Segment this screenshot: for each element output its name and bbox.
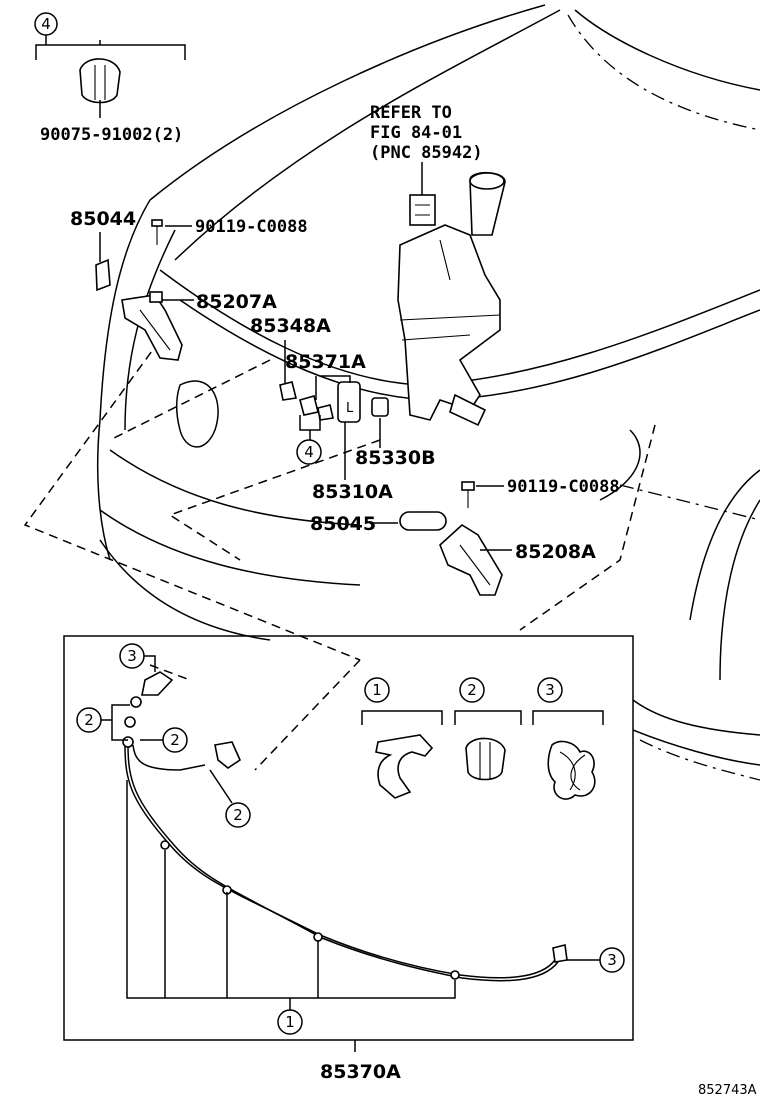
refer-note-line-1: REFER TO — [370, 103, 452, 123]
top-part-labels: 85044 90119-C0088 85207A 85348A 85371A L… — [70, 208, 620, 563]
label-85044: 85044 — [70, 208, 136, 230]
callout-3-right: 3 — [607, 951, 617, 969]
label-85371A: 85371A — [285, 351, 366, 373]
callout-4-top: 4 — [41, 15, 51, 33]
clip-type-2-shape — [465, 737, 506, 781]
callout-1-bottom: 1 — [285, 1013, 295, 1031]
hose-detail-box: 1 2 2 2 3 3 1 2 3 — [63, 635, 634, 1041]
washer-tank — [397, 171, 506, 427]
label-85310A: 85310A — [312, 481, 393, 503]
refer-note: REFER TO FIG 84-01 (PNC 85942) — [370, 103, 483, 195]
bolt-top — [151, 219, 163, 245]
top-left-clip-part — [79, 58, 121, 104]
label-85045: 85045 — [310, 513, 376, 535]
callout-4-valve: 4 — [304, 443, 314, 461]
legend-callout-3: 3 — [545, 681, 555, 699]
label-90075-91002: 90075-91002(2) — [40, 125, 183, 145]
part-85044-cap — [95, 258, 111, 292]
label-85348A: 85348A — [250, 315, 331, 337]
bracket-clip-90075: 4 90075-91002(2) — [34, 12, 186, 145]
figure-code: 852743A — [698, 1083, 757, 1098]
washer-nozzle-right — [439, 524, 503, 596]
legend-callout-1: 1 — [372, 681, 382, 699]
label-85370A: 85370A — [320, 1061, 401, 1083]
label-bolt-90119-top: 90119-C0088 — [195, 217, 308, 237]
valve-mark-l: L — [346, 401, 354, 416]
legend-callout-2: 2 — [467, 681, 477, 699]
bottom-labels: 85370A 852743A — [320, 1040, 757, 1098]
clip-type-1-shape — [375, 734, 434, 799]
label-85330B: 85330B — [355, 447, 436, 469]
callout-2-mid: 2 — [170, 731, 180, 749]
refer-note-line-3: (PNC 85942) — [370, 143, 483, 163]
refer-note-line-2: FIG 84-01 — [370, 123, 462, 143]
label-85208A: 85208A — [515, 541, 596, 563]
label-85207A: 85207A — [196, 291, 277, 313]
label-bolt-90119-right: 90119-C0088 — [507, 477, 620, 497]
part-85045-pad — [399, 511, 447, 531]
callout-3-top: 3 — [127, 647, 137, 665]
valve-assembly — [279, 381, 389, 423]
bolt-right — [461, 481, 475, 508]
callout-2-left: 2 — [84, 711, 94, 729]
callout-2-lower: 2 — [233, 806, 243, 824]
washer-nozzle-left — [121, 291, 183, 361]
